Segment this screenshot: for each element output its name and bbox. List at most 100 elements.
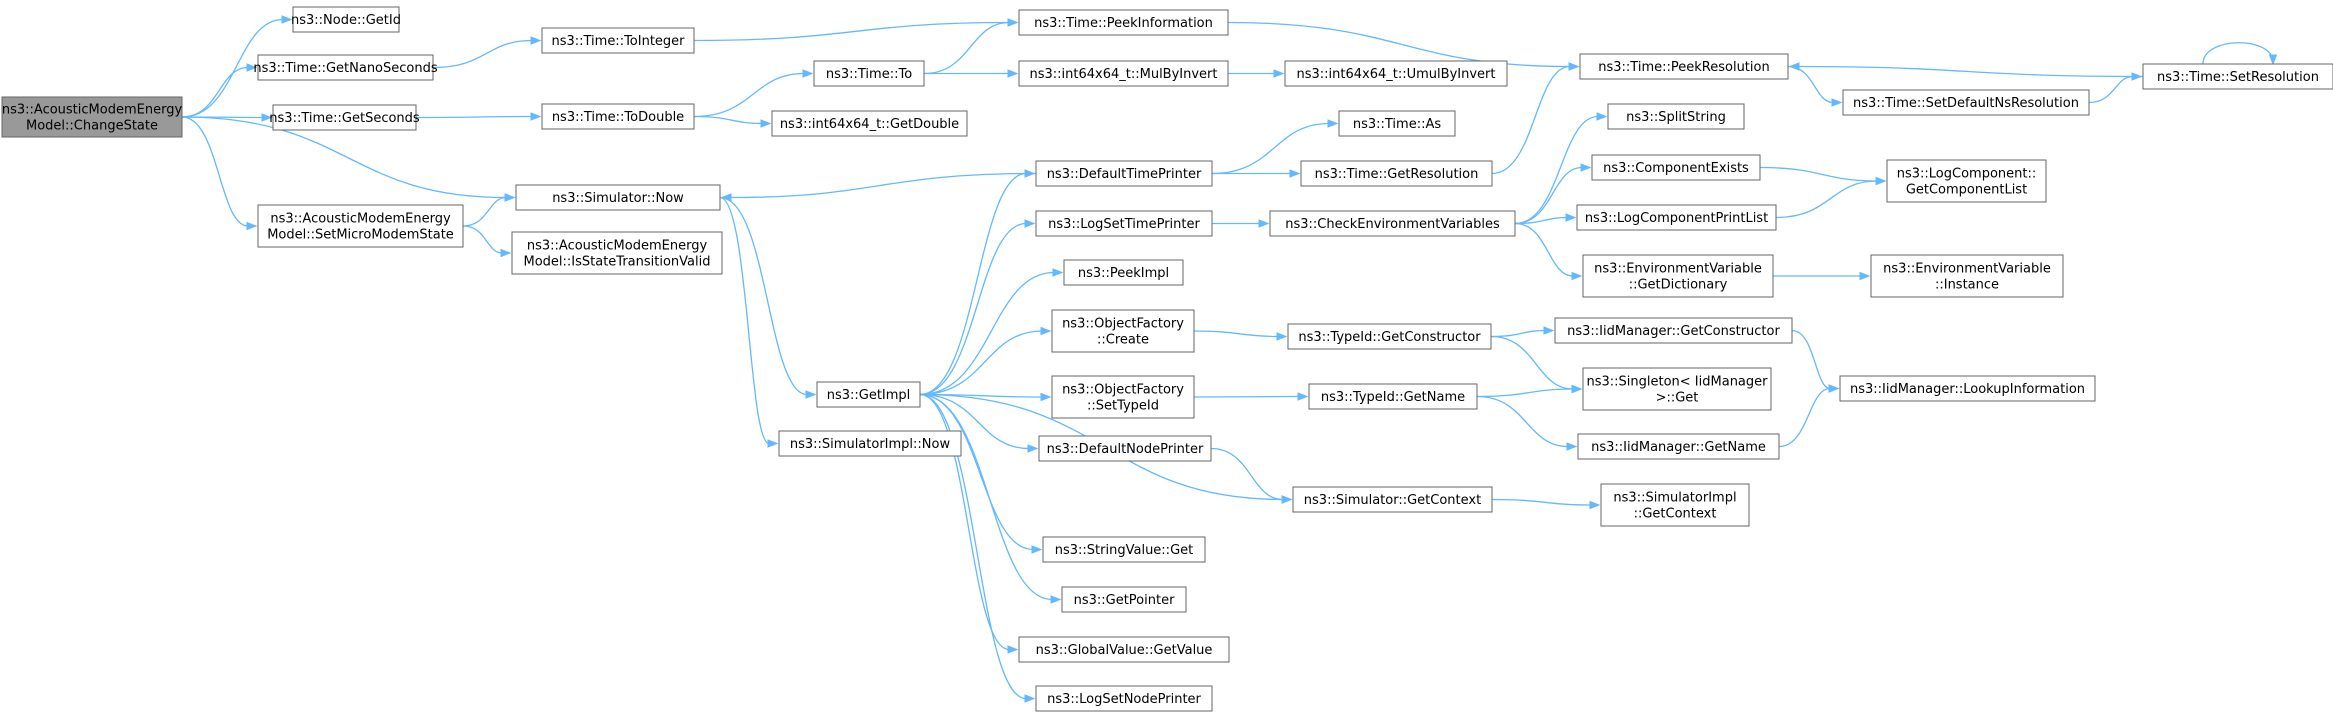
arrowhead [1052,268,1064,277]
node-box [1042,536,1206,563]
node-simulatorNow[interactable]: ns3::Simulator::Now [515,184,721,211]
node-getResolution[interactable]: ns3::Time::GetResolution [1300,160,1493,187]
arrowhead [261,113,273,122]
node-getDouble[interactable]: ns3::int64x64_t::GetDouble [771,110,968,137]
node-box [257,54,434,81]
edge-line [1791,329,1831,390]
node-isStateTransitionValid[interactable]: ns3::AcousticModemEnergyModel::IsStateTr… [511,231,723,275]
arrowhead [1258,219,1270,228]
node-umulByInvert[interactable]: ns3::int64x64_t::UmulByInvert [1284,60,1508,87]
node-logSetNodePrinter[interactable]: ns3::LogSetNodePrinter [1035,685,1213,712]
edge-line [919,393,1030,450]
node-iidGetConstructor[interactable]: ns3::IidManager::GetConstructor [1554,317,1793,344]
node-setResolution[interactable]: ns3::Time::SetResolution [2142,63,2333,90]
node-objectFactoryCreate[interactable]: ns3::ObjectFactory::Create [1051,309,1195,353]
edge-defaultNodePrinter-to-simulatorGetContext [1210,447,1293,504]
node-peekImpl[interactable]: ns3::PeekImpl [1063,259,1184,286]
node-label: >::Get [1656,391,1699,406]
node-label: ns3::SimulatorImpl [1613,491,1736,506]
edge-line [693,72,805,118]
node-stringValueGet[interactable]: ns3::StringValue::Get [1042,536,1206,563]
arrowhead [760,119,772,128]
node-envVarGetDictionary[interactable]: ns3::EnvironmentVariable::GetDictionary [1582,254,1774,298]
node-getNanoSeconds[interactable]: ns3::Time::GetNanoSeconds [253,54,438,81]
node-label: ns3::Time::ToDouble [552,110,684,125]
edge-line [1759,166,1878,182]
node-box [541,27,695,54]
node-simulatorGetContext[interactable]: ns3::Simulator::GetContext [1292,486,1493,513]
node-defaultTimePrinter[interactable]: ns3::DefaultTimePrinter [1035,160,1213,187]
node-simulatorImplNow[interactable]: ns3::SimulatorImpl::Now [778,430,962,457]
node-label: ns3::AcousticModemEnergy [527,239,708,254]
node-getId[interactable]: ns3::Node::GetId [291,6,401,33]
node-logComponentPrintList[interactable]: ns3::LogComponentPrintList [1576,204,1777,231]
node-box [1300,160,1493,187]
node-simImplGetContext[interactable]: ns3::SimulatorImpl::GetContext [1600,483,1750,527]
node-timeTo[interactable]: ns3::Time::To [813,60,925,87]
edge-defaultTimePrinter-to-getResolution [1211,169,1301,178]
node-label: ::GetContext [1634,507,1717,522]
node-iidGetName[interactable]: ns3::IidManager::GetName [1577,433,1780,460]
node-singletonGet[interactable]: ns3::Singleton< IidManager >::Get [1582,367,1772,411]
node-peekInformation[interactable]: ns3::Time::PeekInformation [1018,9,1229,36]
node-splitString[interactable]: ns3::SplitString [1607,103,1745,130]
edge-line [919,393,1010,651]
node-box [1607,103,1745,130]
node-lookupInformation[interactable]: ns3::IidManager::LookupInformation [1839,375,2096,402]
node-box [1051,309,1195,353]
arrowhead [1281,495,1293,504]
node-label: ns3::Time::GetNanoSeconds [253,61,438,76]
node-box [816,381,921,408]
node-getImpl[interactable]: ns3::GetImpl [816,381,921,408]
node-setMicroModemState[interactable]: ns3::AcousticModemEnergyModel::SetMicroM… [257,204,464,248]
node-changeState[interactable]: ns3::AcousticModemEnergyModel::ChangeSta… [1,96,183,138]
node-label: ns3::IidManager::GetConstructor [1567,324,1780,339]
node-getPointer[interactable]: ns3::GetPointer [1061,586,1187,613]
node-label: ns3::DefaultTimePrinter [1047,167,1202,182]
node-getComponentList[interactable]: ns3::LogComponent::GetComponentList [1886,159,2047,203]
node-box [272,104,417,131]
arrowhead [1007,645,1019,654]
node-getConstructor[interactable]: ns3::TypeId::GetConstructor [1287,323,1492,350]
node-box [1035,160,1213,187]
edge-objectFactoryCreate-to-getConstructor [1193,330,1288,341]
node-componentExists[interactable]: ns3::ComponentExists [1591,154,1761,181]
edge-line [1775,180,1878,219]
edge-envVarGetDictionary-to-envVarInstance [1773,271,1871,281]
edge-line [181,116,249,227]
node-box [1576,204,1777,231]
edge-setDefaultNsResolution-to-setResolution [2088,72,2143,104]
edge-line [1210,447,1284,501]
node-mulByInvert[interactable]: ns3::int64x64_t::MulByInvert [1018,60,1229,87]
arrowhead [1031,545,1043,554]
edge-changeState-to-getNanoSeconds [181,63,258,118]
node-toDouble[interactable]: ns3::Time::ToDouble [541,103,695,130]
node-setDefaultNsResolution[interactable]: ns3::Time::SetDefaultNsResolution [1842,89,2090,116]
node-box [1839,375,2096,402]
arrowhead [1875,176,1887,186]
node-timeAs[interactable]: ns3::Time::As [1338,110,1456,137]
node-label: ns3::TypeId::GetConstructor [1298,330,1481,345]
node-objectFactorySetTypeId[interactable]: ns3::ObjectFactory::SetTypeId [1051,375,1195,419]
node-toInteger[interactable]: ns3::Time::ToInteger [541,27,695,54]
node-getSeconds[interactable]: ns3::Time::GetSeconds [269,104,420,131]
node-box [1591,154,1761,181]
node-envVarInstance[interactable]: ns3::EnvironmentVariable::Instance [1870,254,2064,298]
edge-setMicroModemState-to-isStateTransitionValid [462,225,512,258]
node-typeIdGetName[interactable]: ns3::TypeId::GetName [1308,383,1478,410]
node-globalValueGetValue[interactable]: ns3::GlobalValue::GetValue [1018,636,1230,663]
edge-line [462,196,507,227]
arrowhead [504,193,516,202]
node-box [1579,53,1789,80]
edge-getImpl-to-objectFactoryCreate [919,326,1052,396]
node-checkEnvVars[interactable]: ns3::CheckEnvironmentVariables [1269,210,1516,237]
node-box [1577,433,1780,460]
node-peekResolution[interactable]: ns3::Time::PeekResolution [1579,53,1789,80]
node-defaultNodePrinter[interactable]: ns3::DefaultNodePrinter [1038,435,1212,462]
edge-peekInformation-to-peekResolution [1227,21,1580,71]
node-label: ns3::Time::SetDefaultNsResolution [1853,96,2079,111]
edge-objectFactorySetTypeId-to-typeIdGetName [1193,392,1309,401]
node-label: ns3::int64x64_t::GetDouble [780,117,959,132]
node-label: ns3::Time::As [1353,117,1442,132]
node-logSetTimePrinter[interactable]: ns3::LogSetTimePrinter [1035,210,1213,237]
